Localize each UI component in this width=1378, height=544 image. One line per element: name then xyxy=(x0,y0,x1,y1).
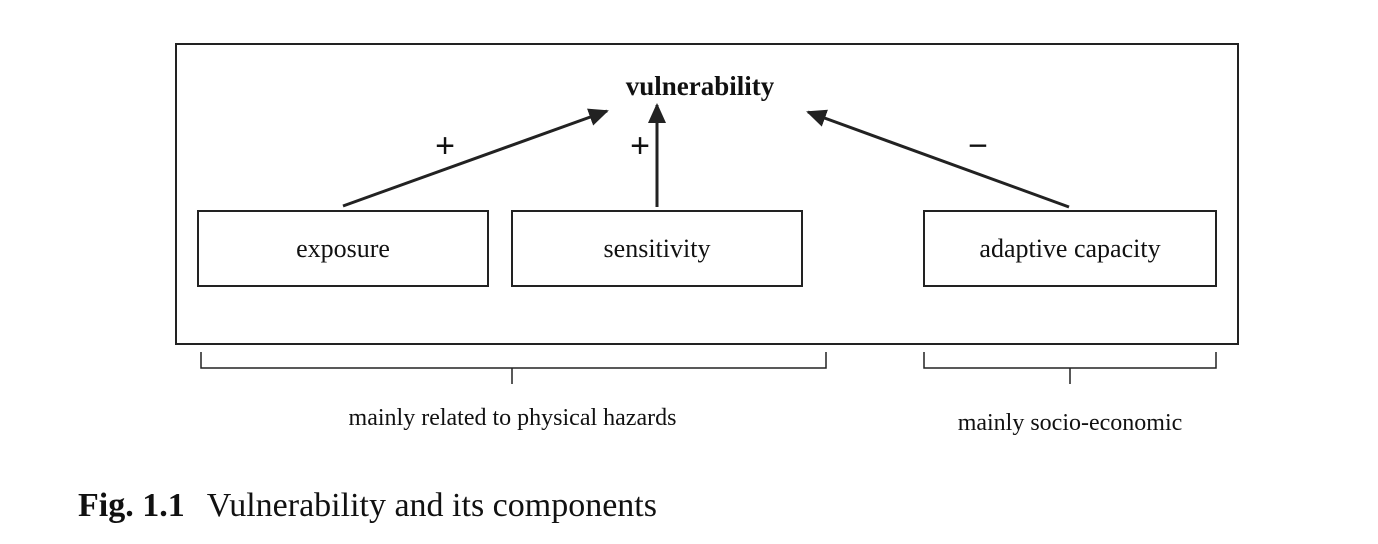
figure-caption: Fig. 1.1 Vulnerability and its components xyxy=(78,484,657,528)
group-label-socio-economic: mainly socio-economic xyxy=(957,410,1183,436)
arrow-exposure-to-vulnerability xyxy=(342,108,609,208)
sensitivity-sign: + xyxy=(630,127,650,165)
brace-physical-hazards xyxy=(200,352,827,384)
adaptive-capacity-label: adaptive capacity xyxy=(979,233,1161,263)
sensitivity-label: sensitivity xyxy=(603,233,711,263)
brace-socio-economic xyxy=(923,352,1217,384)
group-label-physical-hazards: mainly related to physical hazards xyxy=(348,405,677,431)
exposure-sign: + xyxy=(435,127,455,165)
adaptive-capacity-sign: − xyxy=(968,127,988,165)
sensitivity-box: sensitivity xyxy=(511,210,803,287)
diagram-frame xyxy=(175,43,1239,345)
figure-caption-text: Vulnerability and its components xyxy=(206,487,657,524)
exposure-label: exposure xyxy=(296,233,390,263)
figure-number: Fig. 1.1 xyxy=(78,487,185,524)
exposure-box: exposure xyxy=(197,210,489,287)
vulnerability-label: vulnerability xyxy=(625,71,775,101)
adaptive-capacity-box: adaptive capacity xyxy=(923,210,1217,287)
arrow-adaptive-capacity-to-vulnerability xyxy=(806,109,1070,209)
